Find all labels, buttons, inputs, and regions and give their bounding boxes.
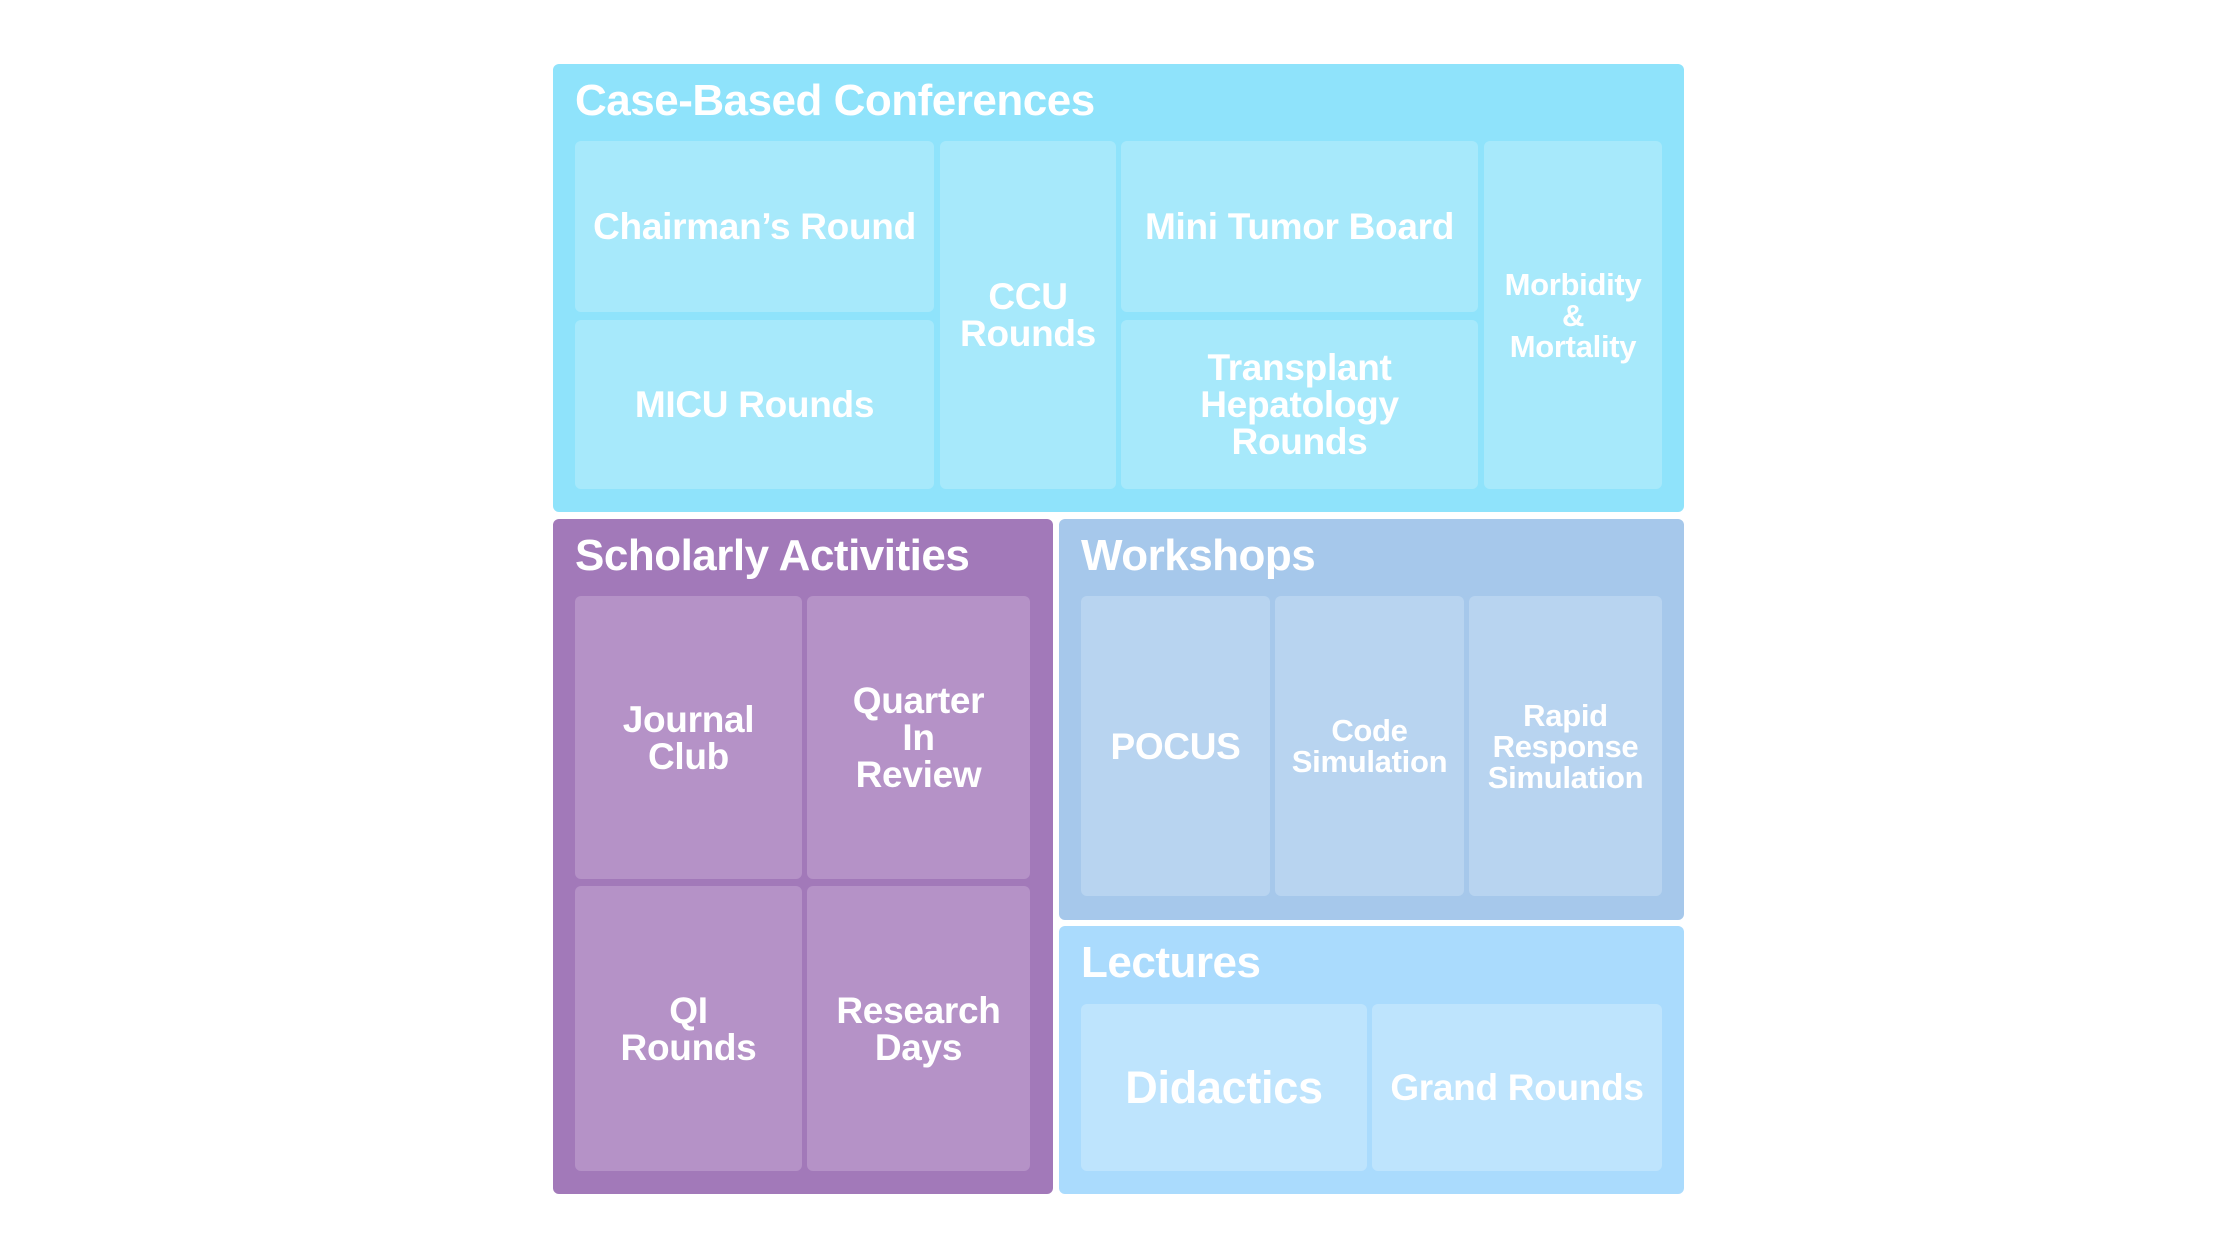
tile-qi-rounds[interactable]: QI Rounds xyxy=(575,886,802,1171)
tile-morbidity-mortality[interactable]: Morbidity & Mortality xyxy=(1484,141,1662,489)
tile-label: CCU Rounds xyxy=(960,276,1096,354)
tile-pocus[interactable]: POCUS xyxy=(1081,596,1270,896)
tile-ccu-rounds[interactable]: CCU Rounds xyxy=(940,141,1116,489)
group-title: Case-Based Conferences xyxy=(575,76,1095,125)
group-lectures: Lectures Didactics Grand Rounds xyxy=(1059,926,1684,1194)
group-case-based-conferences: Case-Based Conferences Chairman’s Round … xyxy=(553,64,1684,512)
tile-label: Transplant Hepatology Rounds xyxy=(1200,347,1399,462)
group-title: Scholarly Activities xyxy=(575,531,970,580)
group-title: Lectures xyxy=(1081,938,1261,987)
tile-label: Mini Tumor Board xyxy=(1145,206,1454,247)
tile-journal-club[interactable]: Journal Club xyxy=(575,596,802,879)
tile-didactics[interactable]: Didactics xyxy=(1081,1004,1367,1171)
tile-label: Code Simulation xyxy=(1291,713,1448,779)
tile-label: Rapid Response Simulation xyxy=(1487,697,1644,795)
group-title: Workshops xyxy=(1081,531,1316,580)
tile-label: MICU Rounds xyxy=(634,384,875,425)
tile-label: Journal Club xyxy=(622,698,755,777)
tile-quarter-in-review[interactable]: Quarter In Review xyxy=(807,596,1030,879)
tile-research-days[interactable]: Research Days xyxy=(807,886,1030,1171)
tile-code-simulation[interactable]: Code Simulation xyxy=(1275,596,1464,896)
group-scholarly-activities: Scholarly Activities Journal Club Quarte… xyxy=(553,519,1053,1194)
tile-micu-rounds[interactable]: MICU Rounds xyxy=(575,320,934,489)
tile-rapid-response-simulation[interactable]: Rapid Response Simulation xyxy=(1469,596,1662,896)
tile-grand-rounds[interactable]: Grand Rounds xyxy=(1372,1004,1662,1171)
tile-label: Chairman’s Round xyxy=(593,206,916,247)
tile-label: Grand Rounds xyxy=(1390,1067,1644,1108)
tile-label: Morbidity & Mortality xyxy=(1504,266,1642,364)
tile-transplant-hepatology-rounds[interactable]: Transplant Hepatology Rounds xyxy=(1121,320,1478,489)
group-workshops: Workshops POCUS Code Simulation Rapid Re… xyxy=(1059,519,1684,920)
tile-label: Research Days xyxy=(836,989,1001,1068)
tile-mini-tumor-board[interactable]: Mini Tumor Board xyxy=(1121,141,1478,312)
tile-label: QI Rounds xyxy=(620,989,757,1068)
tile-label: Quarter In Review xyxy=(852,680,985,795)
tile-chairmans-round[interactable]: Chairman’s Round xyxy=(575,141,934,312)
tile-label: POCUS xyxy=(1110,725,1241,767)
tile-label: Didactics xyxy=(1125,1062,1323,1113)
